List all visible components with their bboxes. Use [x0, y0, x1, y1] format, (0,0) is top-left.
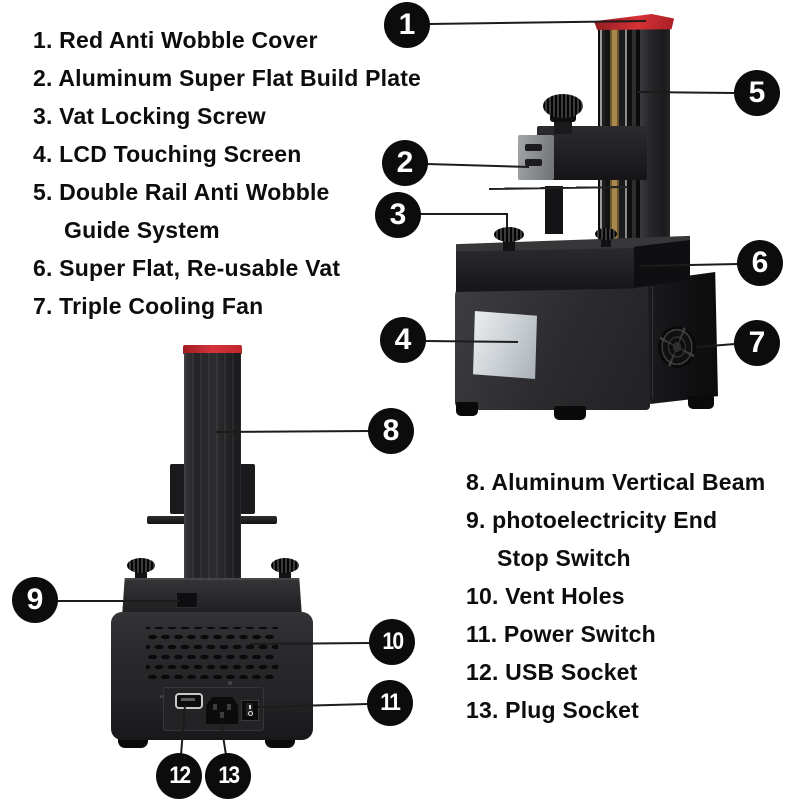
- plug-pin: [213, 704, 217, 710]
- callout-badge-2: 2: [382, 140, 428, 186]
- callout-badge-6: 6: [737, 240, 783, 286]
- callout-badge-8: 8: [368, 408, 414, 454]
- list-item-3: 3. Vat Locking Screw: [33, 103, 266, 129]
- vat-locking-screw: [601, 237, 611, 247]
- bracket-slot: [525, 144, 542, 151]
- callout-badge-10: 10: [369, 619, 415, 665]
- carriage-bar: [545, 186, 563, 234]
- parts-list-right: 8. Aluminum Vertical Beam 9. photoelectr…: [466, 463, 765, 729]
- plug-pin: [220, 712, 224, 718]
- leveling-knob-stem: [554, 118, 572, 134]
- resin-vat-front: [456, 248, 636, 292]
- rear-bracket-tab-left: [170, 464, 185, 514]
- list-item-9-cont: Stop Switch: [497, 545, 631, 571]
- leveling-knob: [543, 94, 583, 118]
- power-switch-rocker: [246, 703, 253, 716]
- build-plate-bracket: [537, 126, 647, 180]
- switch-marking: [249, 705, 251, 709]
- vent-holes: [146, 627, 278, 679]
- rear-knob: [271, 558, 299, 573]
- rear-bracket-tab-right: [240, 464, 255, 514]
- lcd-touch-screen: [473, 311, 537, 379]
- plug-pin: [227, 704, 231, 710]
- rear-red-anti-wobble-cover: [183, 345, 242, 354]
- bracket-slot: [525, 159, 542, 166]
- endstop-switch: [176, 592, 198, 608]
- foot: [688, 396, 714, 409]
- list-item-5: 5. Double Rail Anti Wobble: [33, 179, 330, 205]
- usb-contact: [181, 698, 195, 701]
- usb-socket: [175, 693, 203, 709]
- switch-marking: [248, 711, 253, 716]
- callout-badge-3: 3: [375, 192, 421, 238]
- list-item-2: 2. Aluminum Super Flat Build Plate: [33, 65, 422, 91]
- plug-socket: [206, 697, 238, 724]
- callout-badge-12: 12: [156, 753, 202, 799]
- callout-badge-9: 9: [12, 577, 58, 623]
- parts-list-left: 1. Red Anti Wobble Cover 2. Aluminum Sup…: [33, 21, 421, 325]
- panel-seam: [652, 286, 653, 398]
- aluminum-vertical-beam: [184, 353, 241, 620]
- cooling-fan: [658, 326, 696, 368]
- screw: [160, 695, 163, 698]
- list-item-7: 7. Triple Cooling Fan: [33, 293, 264, 319]
- rear-resin-vat: [122, 578, 302, 617]
- screw: [228, 681, 232, 685]
- list-item-8: 8. Aluminum Vertical Beam: [466, 469, 766, 495]
- list-item-11: 11. Power Switch: [466, 621, 656, 647]
- bracket-side-plate: [518, 135, 554, 180]
- list-item-10: 10. Vent Holes: [466, 583, 625, 609]
- list-item-1: 1. Red Anti Wobble Cover: [33, 27, 318, 53]
- vat-locking-screw-knob: [595, 228, 617, 240]
- list-item-13: 13. Plug Socket: [466, 697, 640, 723]
- foot: [554, 406, 586, 420]
- foot: [456, 402, 478, 416]
- list-item-4: 4. LCD Touching Screen: [33, 141, 302, 167]
- vat-locking-screw-knob: [494, 227, 524, 242]
- list-item-5-cont: Guide System: [64, 217, 220, 243]
- callout-badge-1: 1: [384, 2, 430, 48]
- list-item-9: 9. photoelectricity End: [466, 507, 718, 533]
- list-item-6: 6. Super Flat, Re-usable Vat: [33, 255, 341, 281]
- rear-knob: [127, 558, 155, 573]
- callout-badge-11: 11: [367, 680, 413, 726]
- callout-badge-4: 4: [380, 317, 426, 363]
- callout-badge-7: 7: [734, 320, 780, 366]
- list-item-12: 12. USB Socket: [466, 659, 638, 685]
- callout-badge-13: 13: [205, 753, 251, 799]
- callout-badge-5: 5: [734, 70, 780, 116]
